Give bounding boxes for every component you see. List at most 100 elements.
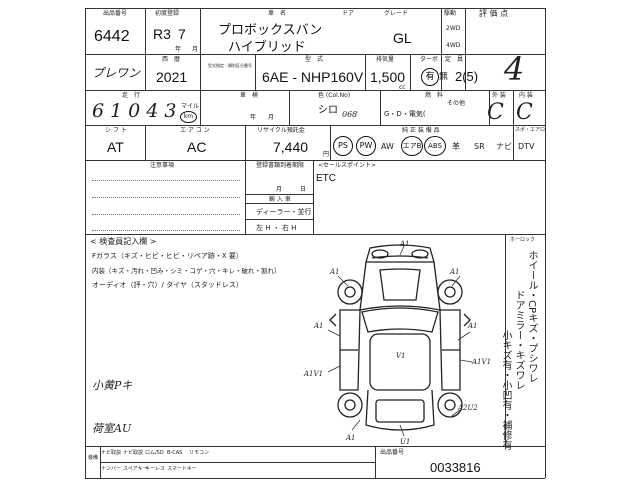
first-reg-month: 7 bbox=[178, 26, 186, 42]
equipment-label: 純 正 装 備 品 bbox=[402, 127, 440, 134]
recycle-label: リサイクル預託金 bbox=[257, 127, 305, 134]
equip-sr: SR bbox=[474, 142, 485, 151]
turbo-label: ターボ bbox=[420, 56, 439, 63]
damage-mark-left-front: A1 bbox=[313, 322, 324, 330]
turbo-no: 無 bbox=[439, 72, 449, 82]
inspector-line-1: Fガラス（キズ・ヒビ・ヒビ・リペア跡・X 要） bbox=[92, 252, 243, 260]
damage-mark-fr-wheel: A1 bbox=[449, 268, 460, 276]
bottom-equip-2: ナビ取説 bbox=[123, 450, 144, 456]
inspector-title: < 検査員記入欄 > bbox=[90, 237, 157, 246]
hand-note-1: 小黄Pキ bbox=[92, 379, 133, 392]
km-circle: km bbox=[180, 111, 197, 123]
import-label: 輸 入 車 bbox=[269, 196, 291, 203]
reg-model-label: 型式指定・類別区分番号 bbox=[208, 63, 252, 68]
bottom-equip-7: スペアキー bbox=[123, 466, 148, 472]
insp-month: 月 bbox=[268, 114, 275, 121]
right-vertical-3: 小キズ有・小凹有・補修有 bbox=[500, 330, 511, 450]
holo-label: ホーロック bbox=[510, 237, 536, 243]
notes-label: 注意事項 bbox=[150, 162, 175, 169]
mileage-label: 走 行 bbox=[122, 92, 141, 99]
equip-leather: 革 bbox=[452, 142, 460, 151]
interior-label: 内 装 bbox=[519, 92, 533, 99]
bottom-equip-8: キーレス bbox=[145, 466, 166, 472]
grade-value: GL bbox=[393, 30, 412, 46]
car-name-label: 車 名 bbox=[268, 10, 287, 17]
lot-no-value: 6442 bbox=[94, 28, 130, 45]
right-vertical-2: ドアミラー・キズワレ bbox=[513, 290, 524, 390]
shift-label: シ フ ト bbox=[105, 127, 127, 134]
mile-unit: マイル bbox=[181, 103, 200, 110]
bottom-equip-5: リモコン bbox=[189, 450, 210, 456]
shift-value: AT bbox=[107, 139, 124, 155]
drive-2wd: 2WD bbox=[446, 25, 461, 32]
month-unit: 月 bbox=[192, 46, 199, 53]
bottom-equip-6: ナンバー bbox=[101, 466, 122, 472]
displacement-label: 排気量 bbox=[376, 56, 395, 63]
aircon-value: AC bbox=[187, 139, 207, 155]
hand-note-2: 荷室AU bbox=[92, 422, 132, 435]
spoiler-label: スポ・エアロ bbox=[515, 127, 546, 133]
capacity-value: 2(5) bbox=[455, 69, 479, 84]
equip-dtv: DTV bbox=[518, 142, 535, 151]
color-code: 068 bbox=[342, 110, 358, 119]
drive-4wd: 4WD bbox=[446, 42, 461, 49]
bottom-equip-3: ロム/SD bbox=[145, 450, 164, 456]
fuel-options: G・D・電気( bbox=[384, 110, 426, 118]
handle-label: 左 H ・ 右 H bbox=[256, 224, 297, 232]
fuel-label: 燃 料 bbox=[425, 92, 444, 99]
recycle-value: 7,440 bbox=[273, 139, 309, 155]
aircon-label: エ ア コ ン bbox=[180, 127, 210, 134]
inspector-line-3: オーディオ（評・穴）/ タイヤ（スタッドレス） bbox=[92, 281, 243, 289]
first-reg-label: 初度登録 bbox=[155, 10, 180, 17]
damage-mark-left-rear: A1V1 bbox=[303, 370, 323, 378]
capacity-label: 定 員 bbox=[445, 56, 464, 63]
lot-number-bottom: 0033816 bbox=[430, 460, 481, 475]
lot-no-label: 出品番号 bbox=[103, 10, 128, 17]
reg-doc-day: 日 bbox=[300, 186, 307, 193]
bottom-equip-4: B-CAS bbox=[167, 450, 183, 456]
yen-unit: 円 bbox=[323, 151, 330, 158]
turbo-yes-circle: 有 bbox=[421, 68, 439, 86]
eval-score: 4 bbox=[504, 50, 525, 88]
equip-airbag: エアB bbox=[401, 136, 423, 156]
bottom-equip-row-1: ナビ取説 ナビ取説 ロム/SD B-CAS リモコン bbox=[101, 450, 375, 457]
damage-mark-front: A1 bbox=[399, 240, 410, 248]
equip-aw: AW bbox=[381, 142, 394, 151]
equip-navi: ナビ bbox=[496, 142, 512, 151]
right-vertical-1: ホイール・CPキズ・プシワレ bbox=[526, 250, 537, 384]
lot-no-bottom-label: 出品番号 bbox=[380, 449, 405, 456]
car-name-line2: ハイブリッド bbox=[228, 39, 306, 54]
damage-mark-rr-wheel: A2U2 bbox=[457, 404, 478, 412]
displacement-value: 1,500 bbox=[370, 69, 406, 85]
year-unit: 年 bbox=[175, 46, 182, 53]
bottom-equip-1: ナビ取説 bbox=[101, 450, 122, 456]
damage-mark-fl-wheel: A1 bbox=[329, 268, 340, 276]
equip-ps: PS bbox=[333, 136, 353, 156]
inspector-line-2: 内装（キズ・汚れ・凹み・シミ・コゲ・穴・キレ・破れ・割れ） bbox=[92, 267, 281, 275]
equip-pw: PW bbox=[356, 136, 376, 156]
door-label: ドア bbox=[342, 10, 355, 17]
first-reg-era: R3 bbox=[153, 26, 171, 42]
exterior-label: 外 装 bbox=[492, 92, 506, 99]
model-type-value: 6AE - NHP160V bbox=[262, 69, 364, 85]
handwritten-left-note: プレワン bbox=[92, 66, 141, 80]
car-damage-diagram: A1 A1 A1 A1 A1 A1V1 A1V1 V1 A1 A2U2 U1 bbox=[303, 240, 491, 445]
drive-label: 駆動 bbox=[444, 10, 457, 17]
reg-doc-month: 月 bbox=[276, 186, 283, 193]
damage-mark-right-rear: A1V1 bbox=[471, 358, 491, 366]
damage-mark-rl-wheel: A1 bbox=[345, 434, 356, 442]
exterior-grade: C bbox=[487, 100, 504, 125]
inspection-label: 車 検 bbox=[240, 92, 259, 99]
car-name-line1: プロボックスバン bbox=[218, 22, 323, 37]
sales-point-value: ETC bbox=[316, 173, 336, 184]
mileage-value: 61043 bbox=[92, 100, 183, 122]
grade-label: グレード bbox=[384, 10, 409, 17]
dealer-label: ディーラー・並行 bbox=[256, 208, 312, 216]
fuel-other: その他 bbox=[447, 100, 466, 107]
reg-doc-date-label: 登録書類到着期限 bbox=[256, 162, 305, 169]
equip-bottom-label: 装備 bbox=[88, 455, 99, 461]
insp-year: 年 bbox=[250, 114, 257, 121]
color-label: 色 (Col.No) bbox=[318, 92, 351, 99]
damage-mark-right-front: A1 bbox=[467, 322, 478, 330]
sales-point-label: <セールスポイント> bbox=[318, 162, 377, 169]
